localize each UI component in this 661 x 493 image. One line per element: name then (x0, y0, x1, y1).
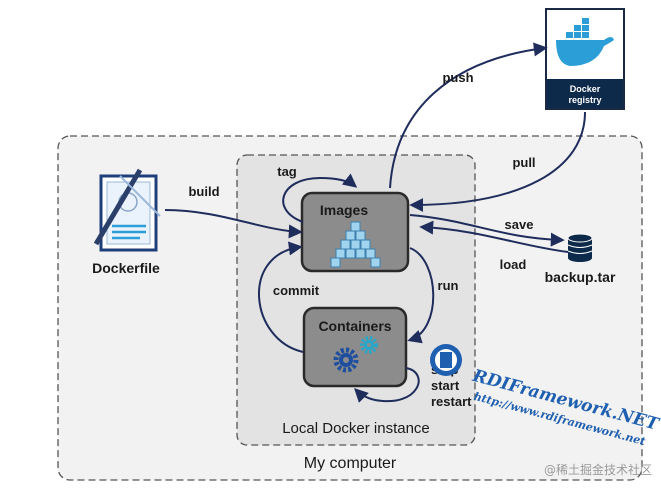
restart-label: restart (431, 394, 472, 409)
pull-arrow (409, 111, 586, 212)
run-arrow (407, 247, 435, 344)
build-arrow (164, 209, 303, 239)
push-label: push (442, 70, 473, 85)
containers-box (302, 306, 408, 388)
commit-arrow (257, 241, 304, 353)
watermark-logo-icon (430, 344, 462, 376)
save-label: save (505, 217, 534, 232)
load-label: load (500, 257, 527, 272)
start-label: start (431, 378, 460, 393)
restart-arrow (354, 367, 420, 403)
tag-arrow (282, 173, 358, 223)
commit-label: commit (273, 283, 320, 298)
build-label: build (188, 184, 219, 199)
containers-label: Containers (318, 318, 391, 334)
arrows (164, 42, 586, 403)
push-arrow (389, 42, 548, 189)
dockerfile-icon (93, 168, 161, 252)
image-layers-icon (330, 221, 381, 268)
gears-icon (333, 336, 378, 373)
registry-label-line2: registry (568, 95, 601, 105)
pull-label: pull (512, 155, 535, 170)
local-docker-instance-label: Local Docker instance (282, 420, 430, 437)
watermark-corner: @稀土掘金技术社区 (544, 462, 652, 477)
docker-registry-icon: Docker registry (545, 8, 625, 110)
images-label: Images (320, 202, 368, 218)
dockerfile-label: Dockerfile (92, 260, 160, 276)
run-label: run (438, 278, 459, 293)
my-computer-label: My computer (304, 455, 397, 472)
tag-label: tag (277, 164, 297, 179)
docker-whale-icon (556, 18, 614, 66)
registry-label-line1: Docker (570, 84, 601, 94)
load-arrow (419, 220, 569, 253)
save-arrow (409, 214, 565, 247)
database-icon (567, 233, 593, 262)
backup-tar-label: backup.tar (545, 269, 616, 285)
